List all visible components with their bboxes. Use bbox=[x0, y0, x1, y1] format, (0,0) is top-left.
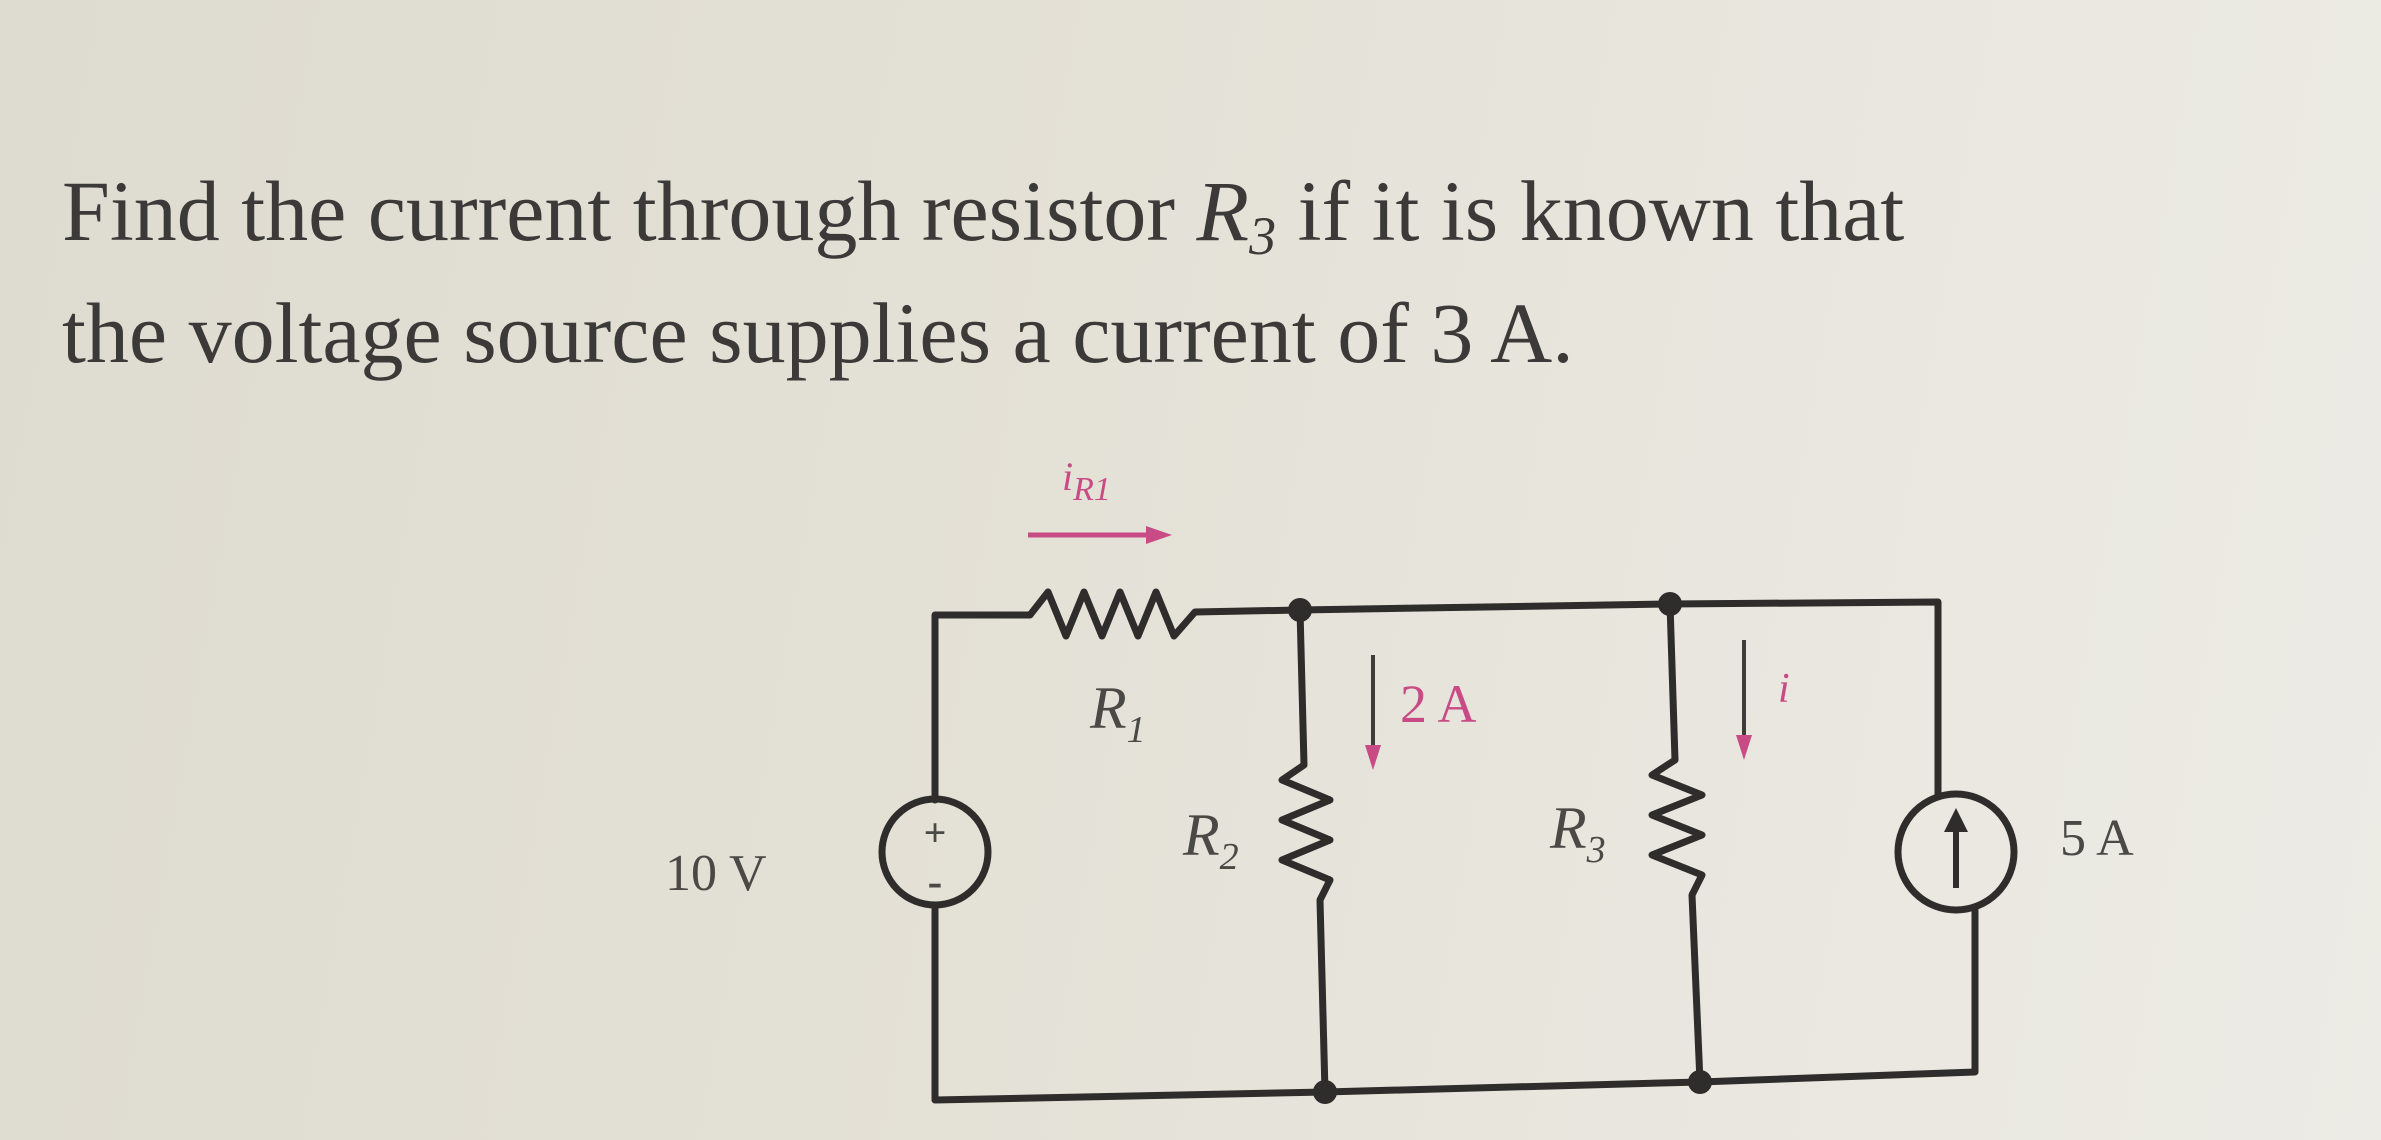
unknown-current-label: i bbox=[1778, 666, 1790, 712]
problem-line1-prefix: Find the current through resistor bbox=[62, 163, 1197, 259]
voltage-plus-sign: + bbox=[924, 810, 947, 855]
r2-label-main: R bbox=[1182, 802, 1220, 868]
wire-top-rail bbox=[1296, 598, 1942, 799]
resistor-symbol: R bbox=[1196, 163, 1250, 259]
current-source-label: 5 A bbox=[2060, 810, 2134, 867]
r3-resistor bbox=[1648, 757, 1706, 897]
resistor-subscript: 3 bbox=[1249, 206, 1277, 266]
branch-current-label: 2 A bbox=[1400, 674, 1477, 734]
node-bottom-r3 bbox=[1688, 1070, 1712, 1094]
wire-bottom-rail bbox=[931, 901, 1979, 1104]
problem-line-1: Find the current through resistor R3 if … bbox=[62, 150, 2322, 272]
r3-current-arrow bbox=[1736, 640, 1752, 760]
wire-r1-to-node bbox=[1191, 606, 1304, 616]
r2-resistor bbox=[1278, 762, 1334, 902]
r1-label: R1 bbox=[1089, 675, 1146, 751]
circuit-nodes bbox=[1288, 592, 1712, 1104]
ir1-arrow bbox=[1028, 526, 1172, 544]
wire-r2-bottom bbox=[1316, 896, 1329, 1096]
wire-r2-top bbox=[1296, 606, 1308, 769]
problem-line-2: the voltage source supplies a current of… bbox=[62, 285, 1574, 381]
wire-r3-bottom bbox=[1688, 891, 1704, 1086]
r3-label-sub: 3 bbox=[1586, 829, 1606, 871]
r2-label-sub: 2 bbox=[1220, 836, 1239, 878]
ir1-label-sub: R1 bbox=[1072, 471, 1111, 508]
r2-current-arrow-head bbox=[1365, 745, 1381, 770]
node-top-r2 bbox=[1288, 598, 1312, 622]
r3-label-main: R bbox=[1549, 795, 1587, 861]
current-source-arrow-head bbox=[1944, 808, 1968, 832]
wire-left-top bbox=[931, 611, 1034, 804]
problem-line1-suffix: if it is known that bbox=[1276, 163, 1905, 259]
voltage-source-label: 10 V bbox=[665, 845, 767, 902]
wire-r3-top bbox=[1666, 600, 1679, 764]
r1-label-main: R bbox=[1089, 675, 1127, 741]
ir1-arrow-head bbox=[1146, 526, 1172, 544]
ir1-label: iR1 bbox=[1062, 454, 1111, 508]
voltage-source: + - bbox=[878, 795, 992, 909]
voltage-source-circle bbox=[878, 795, 992, 909]
problem-statement: Find the current through resistor R3 if … bbox=[62, 150, 2322, 394]
r2-current-arrow bbox=[1365, 655, 1381, 770]
circuit-wires bbox=[931, 598, 1979, 1104]
node-top-r3 bbox=[1658, 592, 1682, 616]
current-source bbox=[1894, 790, 2018, 914]
r1-resistor bbox=[1027, 588, 1198, 640]
r1-label-sub: 1 bbox=[1127, 709, 1146, 751]
r3-label: R3 bbox=[1549, 795, 1606, 871]
node-bottom-r2 bbox=[1313, 1080, 1337, 1104]
ir1-label-main: i bbox=[1062, 454, 1073, 499]
r2-label: R2 bbox=[1182, 802, 1239, 878]
current-source-circle bbox=[1894, 790, 2018, 914]
r3-current-arrow-head bbox=[1736, 735, 1752, 760]
voltage-minus-sign: - bbox=[928, 857, 943, 906]
